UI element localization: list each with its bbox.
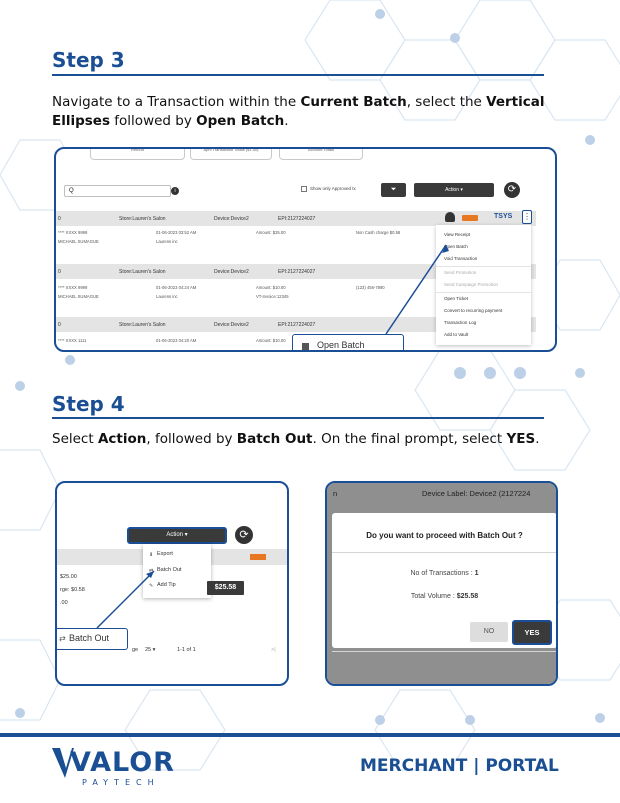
valor-logo: VALOR [70,747,175,778]
row-actions-menu: View Receipt Open Batch Void Transaction… [436,225,531,345]
transaction-count: No of Transactions : 1 [410,570,479,577]
pager-range: 1-1 of 1 [177,647,196,653]
open-batch-callout: Open Batch [292,334,404,350]
menu-item-add-to-vault[interactable]: Add to Vault [444,332,469,337]
show-approved-checkbox[interactable] [301,186,307,192]
menu-item-send-campaign-promotion: Send Campaign Promotion [444,282,499,287]
avatar-icon [445,212,455,222]
batch-out-callout: ⇄ Batch Out [57,628,128,650]
step-4-title: Step 4 [52,392,125,416]
batch-icon [302,343,309,350]
valor-logo-icon [52,748,74,778]
device-label-bar: n Device Label: Device2 (2127224 [327,483,556,505]
callout-arrow [385,244,449,335]
vertical-ellipsis-button[interactable]: ⋮ [522,210,532,224]
action-menu: ⬇ Export ⇄ Batch Out ✎ Add Tip [143,544,211,598]
batch-out-icon: ⇄ [59,634,66,643]
show-approved-label: Show only Approved tx [310,186,356,191]
next-page-icon[interactable]: >| [271,647,276,653]
menu-item-add-tip[interactable]: Add Tip [157,582,176,588]
refresh-icon[interactable]: ⟳ [504,182,520,198]
menu-item-transaction-log[interactable]: Transaction Log [444,320,477,325]
tab-transaction-totals[interactable]: April Transaction Totals ($1.00) [190,149,272,160]
refresh-icon[interactable]: ⟳ [235,526,253,544]
menu-item-send-promotion: Send Promotion [444,270,477,275]
pager-label: ge [132,647,139,653]
menu-item-convert-recurring[interactable]: Convert to recurring payment [444,308,503,313]
search-input[interactable]: Q [64,185,171,197]
action-button[interactable]: Action ▾ [414,183,494,197]
table-row-header: 0 Store:Lauren's Salon Device:Device2 EP… [56,317,536,332]
info-icon[interactable]: i [171,187,179,195]
no-button[interactable]: NO [470,622,508,642]
step-4-action-screenshot: Action ▾ ⟳ ⬇ Export ⇄ Batch Out ✎ Add Ti… [55,481,289,686]
table-row-header: 0 Store:Lauren's Salon Device:Device2 EP… [56,264,536,279]
menu-item-open-ticket[interactable]: Open Ticket [444,296,469,301]
action-button[interactable]: Action ▾ [127,527,227,544]
step-3-divider [52,74,544,76]
footer-divider [0,733,620,737]
step-4-confirm-screenshot: n Device Label: Device2 (2127224 Do you … [325,481,558,686]
total-value: .00 [60,600,68,606]
step-3-screenshot: Refund April Transaction Totals ($1.00) … [54,147,557,352]
menu-item-view-receipt[interactable]: View Receipt [444,232,471,237]
amount-value: $25.00 [60,574,77,580]
paytech-logo-sub: PAYTECH [82,778,160,787]
charge-value: rge: $0.58 [60,587,85,593]
step-4-instructions: Select Action, followed by Batch Out. On… [52,431,540,447]
step-3-instructions: Navigate to a Transaction within the Cur… [52,94,545,129]
batch-out-icon: ⇄ [149,568,154,574]
menu-item-export[interactable]: Export [157,551,173,557]
yes-button[interactable]: YES [512,620,552,645]
tab-account-totals[interactable]: Account Totals [279,149,363,160]
dialog-question: Do you want to proceed with Batch Out ? [366,531,523,540]
tsys-logo: TSYS [494,213,513,220]
discover-logo [462,215,478,221]
total-volume: Total Volume : $25.58 [410,593,479,600]
page-size-select[interactable]: 25 ▾ [145,647,156,653]
tab-refund[interactable]: Refund [90,149,185,160]
edit-icon: ✎ [149,583,154,589]
export-icon: ⬇ [149,552,154,558]
menu-item-void-transaction[interactable]: Void Transaction [444,256,478,261]
menu-item-open-batch[interactable]: Open Batch [444,244,468,249]
table-row-header: 0 Store:Lauren's Salon Device:Device2 EP… [56,211,536,226]
step-4-divider [52,417,544,419]
amount-tooltip: $25.58 [207,581,244,595]
step-3-title: Step 3 [52,48,125,72]
discover-logo [250,554,266,560]
callout-arrow [96,570,155,629]
filter-button[interactable]: ⏷ [381,183,406,197]
menu-item-batch-out[interactable]: Batch Out [157,567,182,573]
merchant-portal-label: MERCHANT | PORTAL [360,756,559,776]
